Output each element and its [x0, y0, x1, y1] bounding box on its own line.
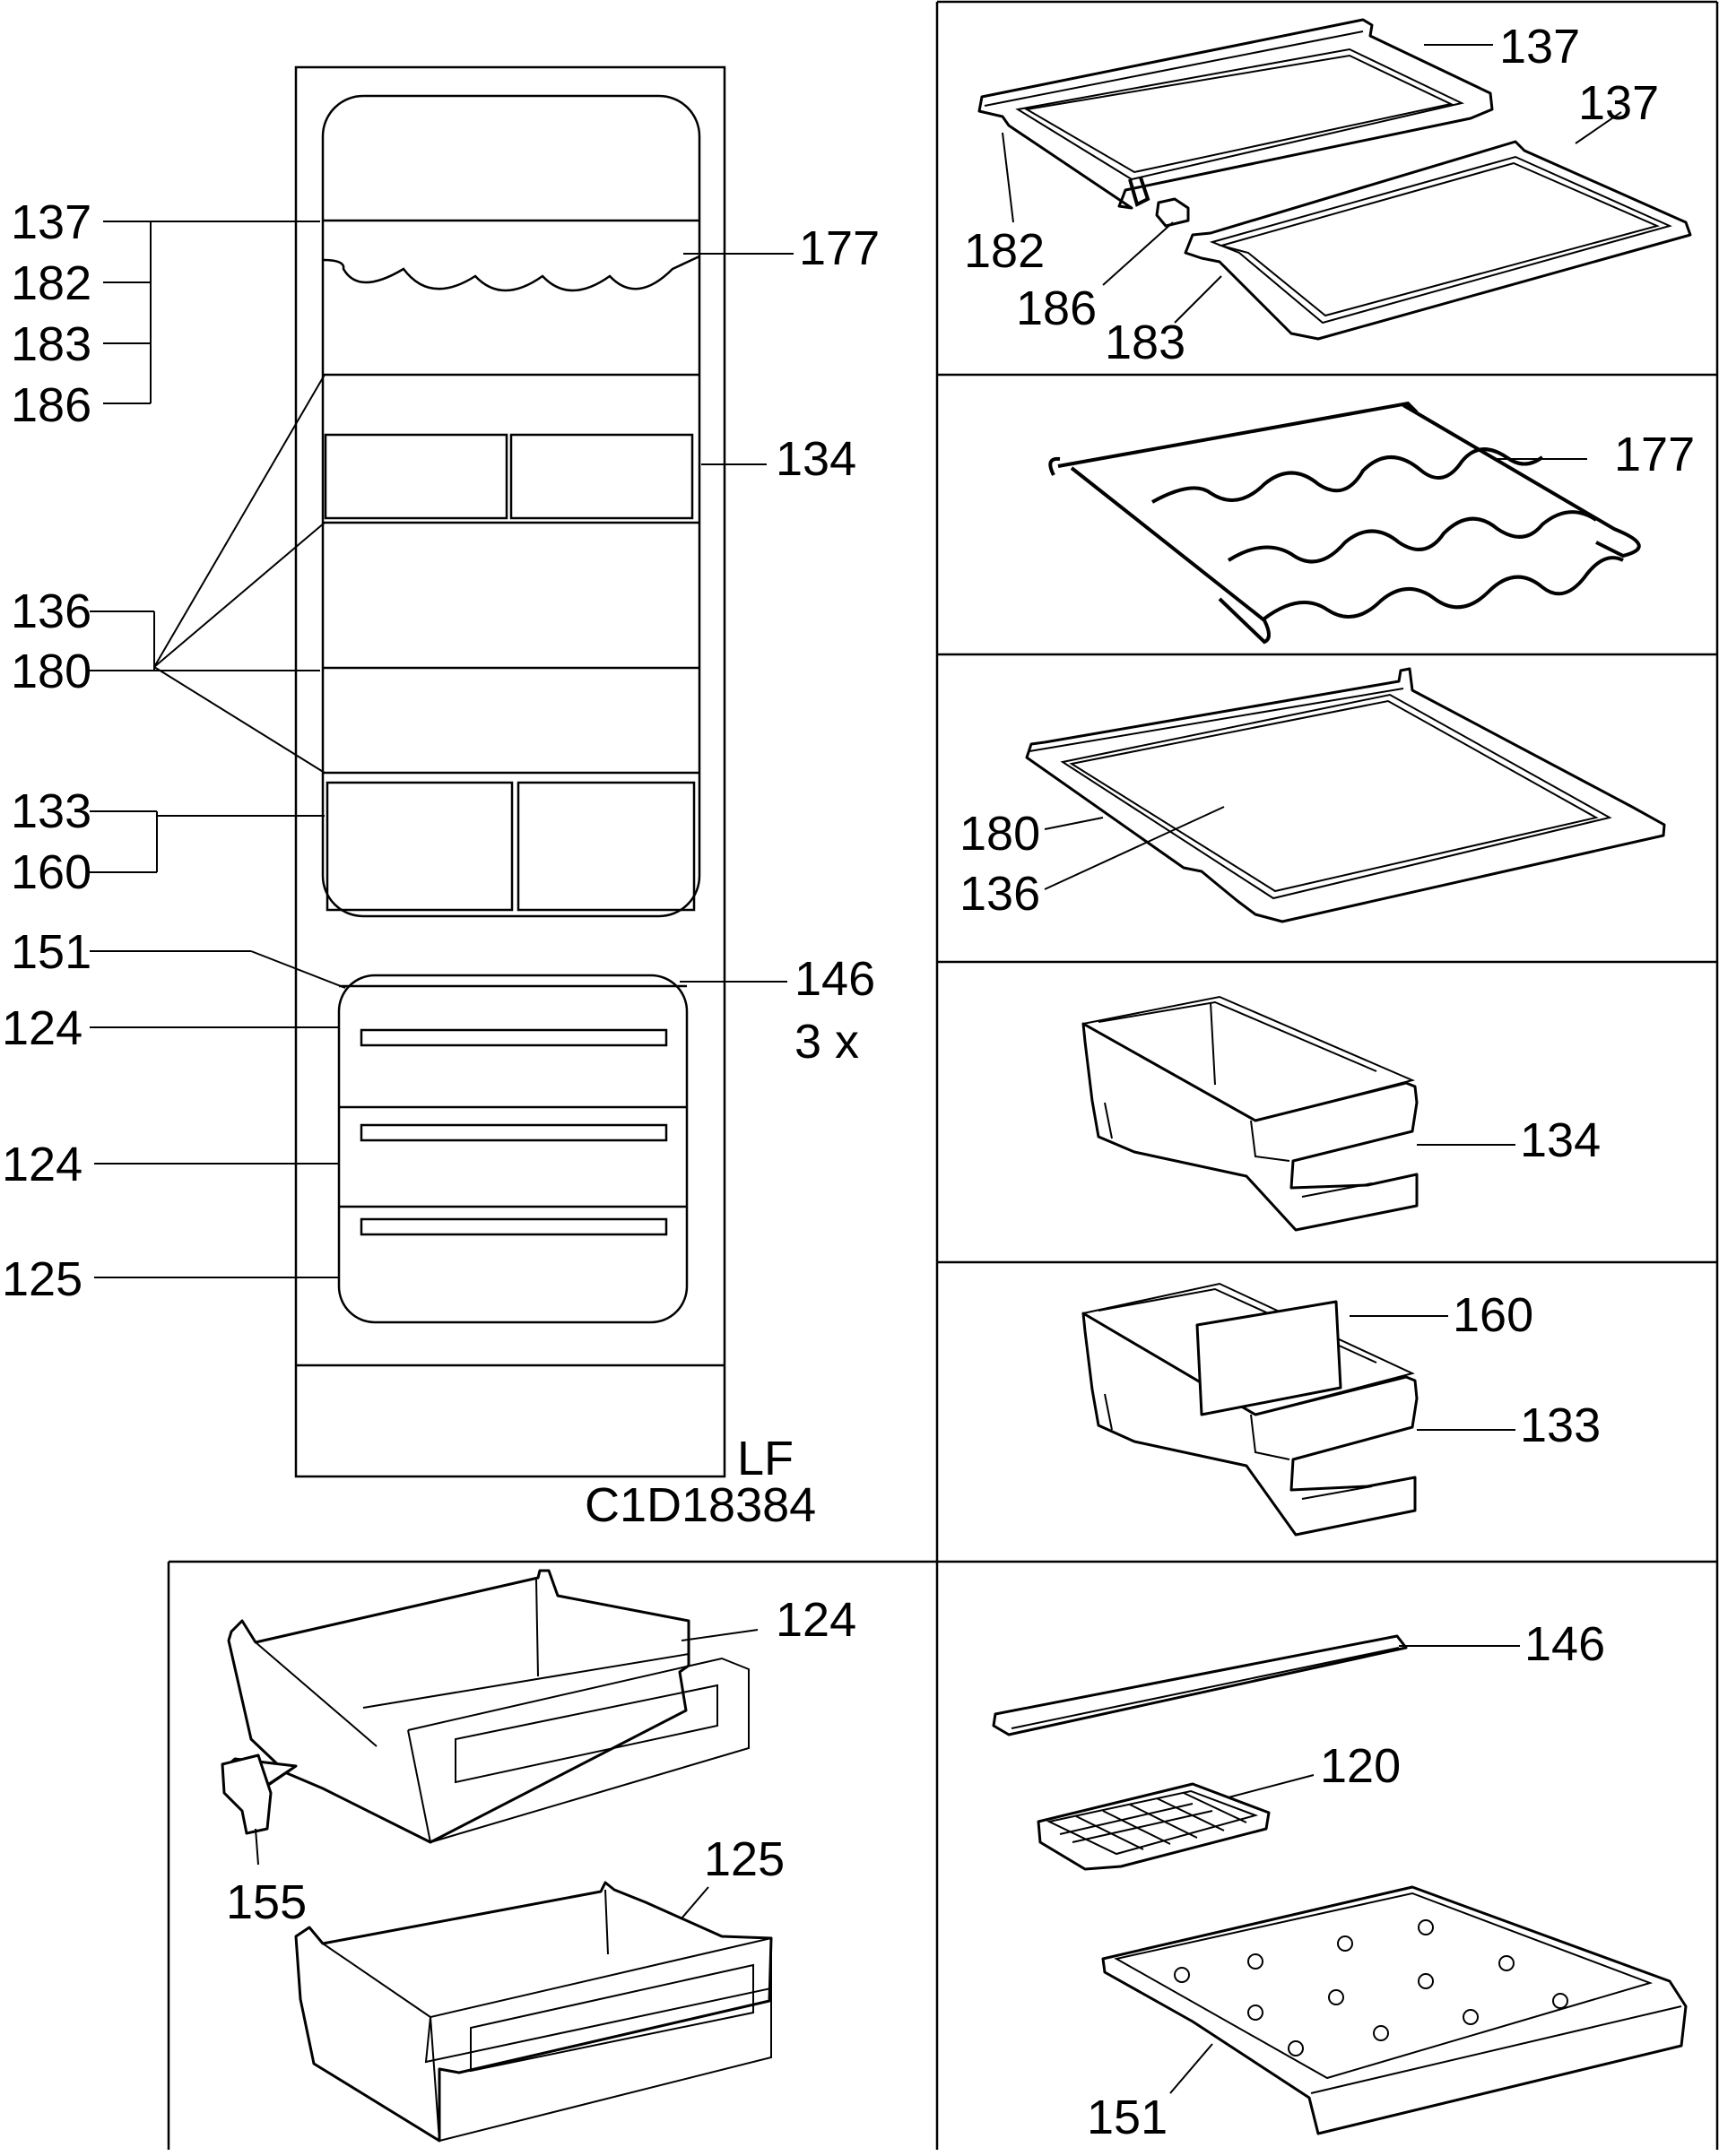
box-134-right: [509, 433, 694, 520]
glass-shelf-upper: [977, 18, 1494, 210]
panel-box-133: 160 133: [1081, 1282, 1601, 1537]
label-180: 180: [11, 645, 91, 698]
panel-glass-shelves: 137 137 182 186 183: [964, 18, 1692, 369]
box-133-left: [326, 781, 514, 912]
panel-grid: [167, 0, 1719, 2150]
label-124-top: 124: [2, 1001, 82, 1055]
label-134: 134: [776, 432, 856, 486]
label-146: 146: [1524, 1617, 1605, 1671]
glass-shelf-136: [1025, 667, 1666, 923]
fridge-overview: [294, 65, 726, 1478]
label-137-upper: 137: [1499, 20, 1580, 74]
box-134-left: [324, 433, 508, 520]
crisper-box-133: [1081, 1312, 1419, 1537]
label-146-quantity: 3 x: [794, 1015, 859, 1069]
label-146: 146: [794, 952, 875, 1006]
label-124: 124: [776, 1593, 856, 1647]
freezer-drawer-125: [294, 1881, 773, 2143]
label-186: 186: [11, 378, 91, 432]
label-125: 125: [2, 1252, 82, 1306]
caption-drawing-number: C1D18384: [585, 1478, 816, 1532]
divider-160: [1195, 1300, 1342, 1416]
label-133: 133: [1520, 1398, 1601, 1452]
label-137: 137: [11, 195, 91, 249]
glass-shelf-lower: [1184, 140, 1692, 341]
label-133: 133: [11, 784, 91, 838]
label-177: 177: [1614, 428, 1695, 481]
label-124-middle: 124: [2, 1138, 82, 1191]
main-leader-lines: [90, 221, 794, 1278]
handle-part-155-body: [221, 1753, 273, 1835]
label-155: 155: [226, 1875, 307, 1929]
label-125: 125: [704, 1832, 785, 1886]
panel-box-134: 134: [1081, 995, 1601, 1232]
label-177: 177: [799, 221, 880, 275]
label-180: 180: [959, 807, 1040, 861]
panel-shelf: 180 136: [959, 667, 1666, 923]
cover-studs: [1174, 1919, 1568, 2056]
freezer-drawer-124: [227, 1569, 690, 1844]
label-183: 183: [11, 317, 91, 371]
drawer-handle-3: [360, 1217, 668, 1236]
main-labels: 137 182 183 186 177 134 136 180 133 160 …: [2, 195, 880, 1532]
label-136: 136: [959, 867, 1040, 921]
label-151: 151: [1087, 2091, 1168, 2144]
panel-freezer-parts: 146 120 151: [992, 1617, 1688, 2144]
label-136: 136: [11, 584, 91, 638]
label-120: 120: [1320, 1739, 1401, 1793]
caption-lf: LF: [737, 1432, 794, 1485]
shelf-clip-186: [1155, 197, 1190, 228]
label-182: 182: [964, 224, 1045, 278]
label-160: 160: [11, 845, 91, 899]
ice-tray-cover-151: [1101, 1885, 1688, 2135]
crisper-box-134: [1081, 1022, 1419, 1232]
label-160: 160: [1453, 1288, 1533, 1342]
label-134: 134: [1520, 1113, 1601, 1167]
fridge-compartment: [321, 94, 701, 918]
box-133-right: [517, 781, 696, 912]
freezer-compartment: [337, 974, 689, 1324]
label-151: 151: [11, 925, 91, 979]
label-137-lower: 137: [1578, 76, 1659, 130]
drawer-handle-1: [360, 1028, 668, 1047]
label-182: 182: [11, 256, 91, 310]
fridge-cabinet-outline: [294, 65, 726, 1478]
drawer-handle-2: [360, 1123, 668, 1142]
panel-bottle-rack: 177: [1048, 401, 1695, 645]
label-183: 183: [1105, 316, 1185, 369]
label-186: 186: [1016, 281, 1097, 335]
bottle-rack-outline: [322, 255, 700, 292]
panel-drawers: 124 155 125: [221, 1569, 856, 2143]
